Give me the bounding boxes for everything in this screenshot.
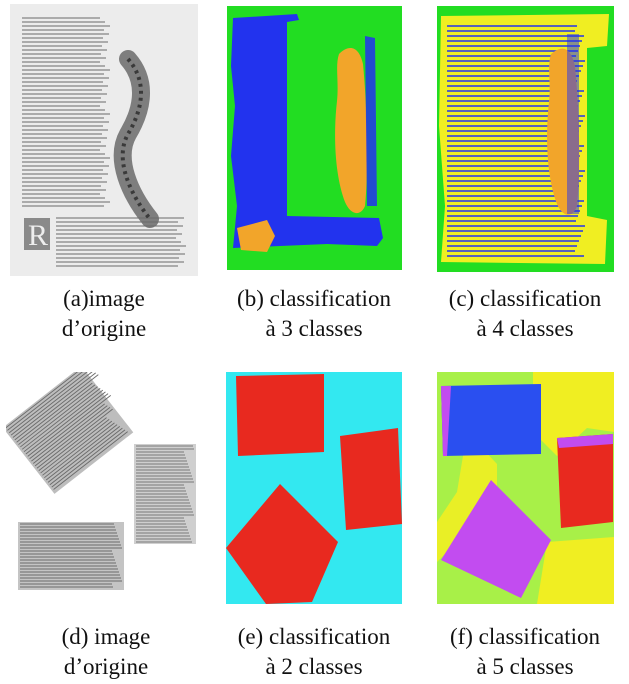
- caption-e: (e) classification à 2 classes: [214, 622, 414, 682]
- caption-d-line1: (d) image: [61, 624, 151, 649]
- caption-c-line2: à 4 classes: [476, 316, 574, 341]
- caption-d: (d) image d’origine: [6, 622, 206, 682]
- caption-c-line1: (c) classification: [448, 286, 602, 311]
- texture-line: [42, 420, 113, 476]
- panel-b-3-class-map: [227, 6, 402, 270]
- caption-e-line2: à 2 classes: [265, 654, 363, 679]
- texture-line: [38, 417, 107, 471]
- caption-f-line1: (f) classification: [449, 624, 601, 649]
- classification-map-c: [437, 6, 614, 272]
- texture-line: [51, 429, 126, 488]
- texture-line: [14, 374, 99, 441]
- caption-a: (a)image d’origine: [10, 284, 198, 344]
- texture-line: [40, 419, 110, 474]
- texture-line: [44, 422, 115, 479]
- caption-a-line1: (a)image: [63, 286, 145, 311]
- texture-line: [18, 384, 96, 445]
- texture-line: [32, 405, 108, 464]
- texture-line: [16, 382, 93, 443]
- texture-line: [8, 372, 91, 434]
- texture-line: [23, 389, 104, 453]
- texture-line: [36, 408, 113, 469]
- texture-line: [45, 424, 118, 481]
- caption-c: (c) classification à 4 classes: [425, 284, 625, 344]
- panel-e-2-class-map: [226, 372, 402, 604]
- caption-f: (f) classification à 5 classes: [425, 622, 625, 682]
- texture-line: [29, 394, 112, 460]
- texture-line: [31, 403, 105, 462]
- svg-text:R: R: [28, 219, 48, 252]
- panel-c-4-class-map: [437, 6, 614, 272]
- texture-line: [34, 407, 111, 467]
- classification-map-b: [227, 6, 402, 270]
- panel-a-original-manuscript: R: [10, 4, 198, 276]
- caption-a-line2: d’origine: [61, 316, 147, 341]
- texture-line: [53, 431, 128, 490]
- panel-f-5-class-map: [437, 372, 614, 604]
- texture-line: [25, 391, 106, 455]
- texture-line: [7, 372, 89, 431]
- texture-line: [27, 393, 109, 457]
- texture-line: [20, 386, 98, 448]
- caption-b-line1: (b) classification: [237, 286, 391, 311]
- texture-line: [10, 372, 94, 436]
- caption-f-line2: à 5 classes: [476, 654, 574, 679]
- texture-line: [47, 426, 121, 483]
- caption-b: (b) classification à 3 classes: [214, 284, 414, 344]
- caption-e-line1: (e) classification: [237, 624, 391, 649]
- texture-line: [49, 427, 123, 486]
- caption-b-line2: à 3 classes: [265, 316, 363, 341]
- classification-map-f: [437, 372, 614, 604]
- texture-line: [6, 372, 86, 429]
- text-blocks-illustration: [6, 372, 206, 602]
- texture-line: [21, 388, 101, 450]
- texture-line: [12, 372, 96, 438]
- panel-d-original-text-blocks: [6, 372, 206, 602]
- caption-d-line2: d’origine: [63, 654, 149, 679]
- classification-map-e: [226, 372, 402, 604]
- manuscript-illustration: R: [10, 4, 198, 276]
